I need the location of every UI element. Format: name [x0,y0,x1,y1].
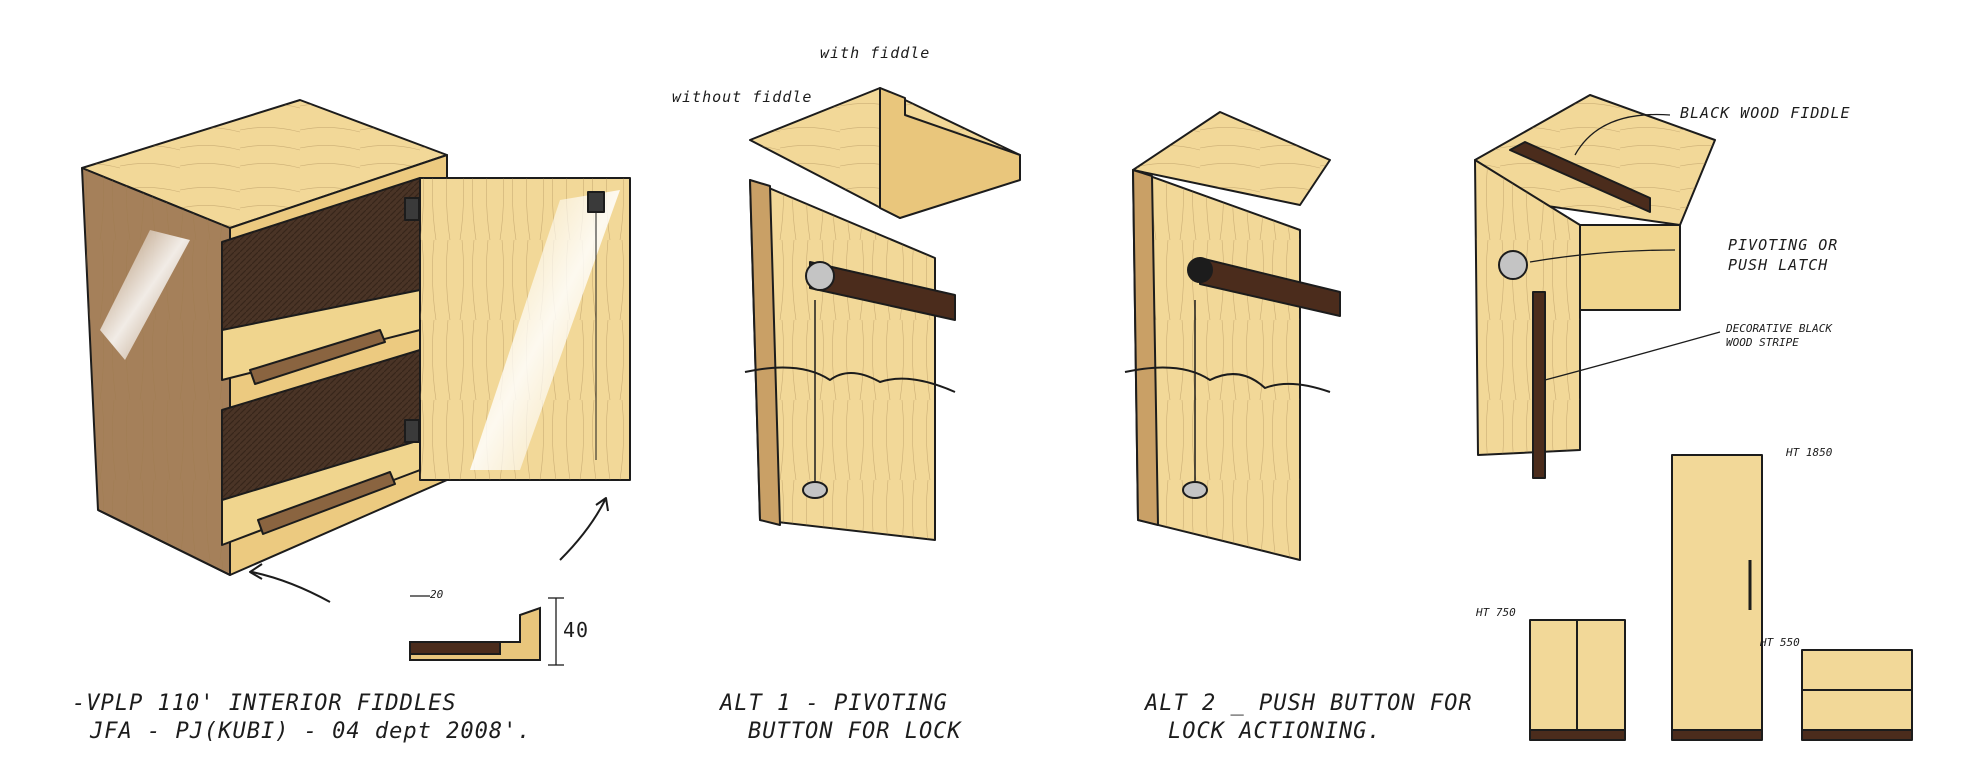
sketch4-ht-low: HT 750 [1476,606,1516,619]
sketch1-dim-side: 40 [563,618,590,642]
sketch3-caption-line2: LOCK ACTIONING. [1168,719,1382,744]
sketch4-label-fiddle: BLACK WOOD FIDDLE [1680,104,1851,122]
sketch4-label-latch-1: PIVOTING OR [1728,236,1839,254]
cabinet-tall [1671,454,1763,731]
alt1-lock-base [802,481,828,499]
sketch1-caption-line1: -VPLP 110' INTERIOR FIDDLES [72,691,457,716]
blackwood-sketch [1474,94,1721,479]
blackwood-stripe [1532,291,1546,479]
sketch2-caption-line1: ALT 1 - PIVOTING [720,691,948,716]
cabinet-family [1529,454,1913,741]
alt1-pivot-button [805,261,835,291]
door-hinge-top [404,197,420,221]
alt2-lock-base [1182,481,1208,499]
door-latch [587,191,605,213]
fiddle-profile-detail [409,595,564,666]
sketch2-caption-line2: BUTTON FOR LOCK [748,719,962,744]
pointer-arrow-base [251,571,331,603]
rotation-arrow-door [559,499,606,561]
door-hinge-bottom [404,419,420,443]
sketch1-caption-line2: JFA - PJ(KUBI) - 04 dept 2008'. [90,719,532,744]
leader-fiddle [1574,113,1671,156]
shelf-fiddle-2 [257,471,396,535]
sketch2-label-without: without fiddle [672,88,813,106]
blackwood-fiddle [1509,141,1651,213]
alt1-break-line [744,366,956,393]
leader-stripe [1544,331,1721,381]
alt1-side-strip [749,179,781,526]
alt1-fiddle-rail [879,87,1021,219]
alt2-sketch [1124,111,1341,561]
blackwood-push-latch [1498,250,1528,280]
alt1-sketch [744,87,1021,541]
shelf-fiddle-1 [249,329,386,385]
sketch2-label-with: with fiddle [820,44,931,62]
alt2-break-line [1124,366,1331,393]
sketch4-ht-drawer: HT 550 [1760,636,1800,649]
sketch4-label-strip-2: WOOD STRIPE [1726,336,1799,349]
alt2-push-button [1187,257,1213,283]
cabinet-sketch [81,99,631,603]
leader-latch [1529,249,1676,263]
sketch4-label-latch-2: PUSH LATCH [1728,256,1829,274]
alt2-side-strip [1132,169,1159,526]
sketch3-caption-line1: ALT 2 _ PUSH BUTTON FOR [1145,691,1473,716]
sketch1-dim-top: 20 [430,588,444,601]
sketch4-ht-tall: HT 1850 [1786,446,1833,459]
sketch4-label-strip-1: DECORATIVE BLACK [1726,322,1832,335]
blackwood-side-panel [1579,224,1681,311]
